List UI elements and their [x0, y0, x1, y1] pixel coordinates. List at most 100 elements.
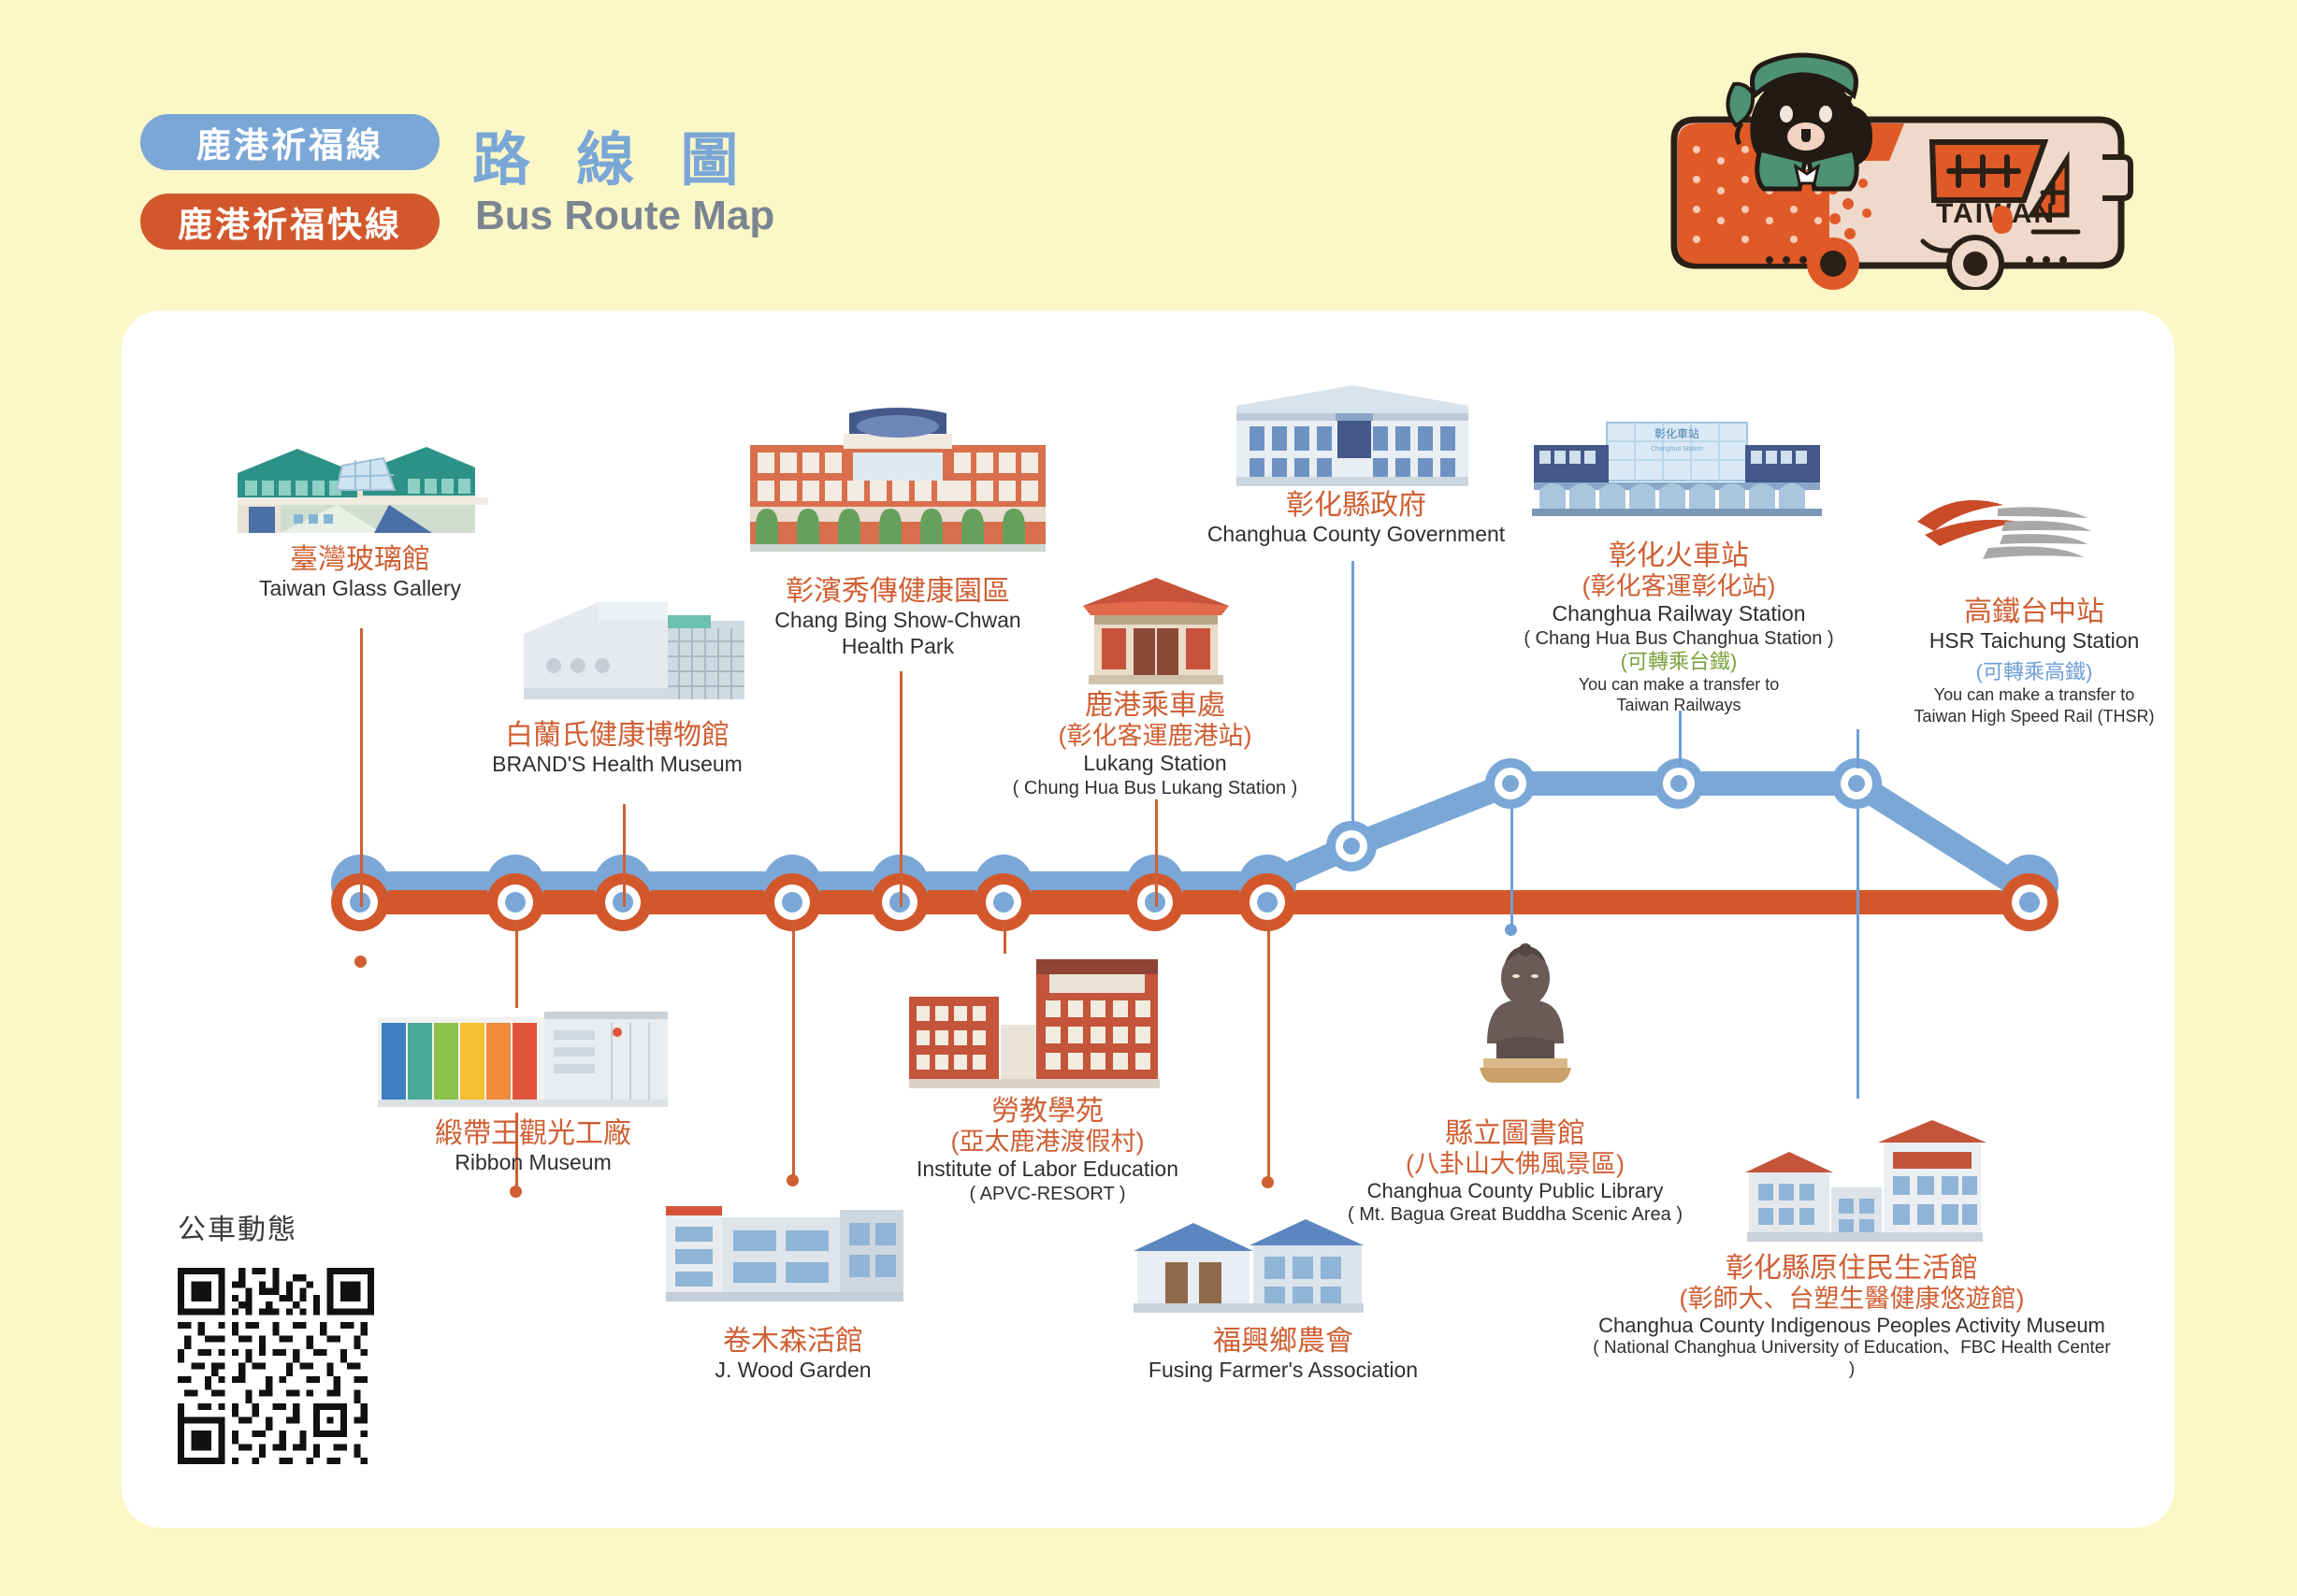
stop-zh-ribbon-museum: 緞帶王觀光工廠	[435, 1118, 631, 1149]
resort-building-icon	[902, 954, 1163, 1094]
bus-tracking-qr-block[interactable]: 公車動態	[178, 1206, 421, 1469]
transfer-note-zh-hsr-taichung-station: (可轉乘高鐵)	[1975, 659, 2093, 683]
stop-en-lukang-station: Lukang Station	[1083, 750, 1227, 775]
stop-en-sub-institute-of-labor-education: ( APVC-RESORT )	[969, 1183, 1126, 1204]
leader-hsr-taichung-station	[1856, 729, 1859, 769]
leader-fusing-farmers	[1267, 921, 1270, 1183]
leader-institute-labor-education	[1004, 921, 1006, 979]
qr-caption: 公車動態	[178, 1215, 297, 1245]
route-badge-express: 鹿港祈福快線	[140, 194, 440, 250]
stop-en-sub-changhua-county-public-library: ( Mt. Bagua Great Buddha Scenic Area )	[1348, 1204, 1683, 1226]
leader-taiwan-glass-gallery	[360, 628, 363, 907]
stop-label-changhua-indigenous-museum[interactable]: 彰化縣原住民生活館 (彰師大、台塑生醫健康悠遊館) Changhua Count…	[1590, 1253, 2114, 1381]
railway-station-building-icon: 彰化車站 Changhua Station	[1526, 415, 1827, 518]
leader-lukang-station	[1155, 799, 1158, 907]
stop-label-taiwan-glass-gallery[interactable]: 臺灣玻璃館 Taiwan Glass Gallery	[196, 544, 524, 602]
leader-changhua-county-government	[1351, 561, 1354, 825]
stop-en-hsr-taichung-station: HSR Taichung Station	[1929, 628, 2140, 654]
stop-zh-lukang-station: 鹿港乘車處	[1085, 690, 1225, 721]
stop-en-sub-changhua-indigenous-museum: ( National Changhua University of Educat…	[1593, 1338, 2111, 1380]
stop-label-changhua-county-government[interactable]: 彰化縣政府 Changhua County Government	[1197, 490, 1515, 548]
stop-zh-sub-changhua-county-public-library: (八卦山大佛風景區)	[1406, 1150, 1625, 1179]
stop-zh-sub-institute-of-labor-education: (亞太鹿港渡假村)	[950, 1128, 1145, 1157]
stop-label-fusing-farmers-association[interactable]: 福興鄉農會 Fusing Farmer's Association	[1115, 1326, 1452, 1384]
transfer-note-zh-changhua-railway-station: (可轉乘台鐵)	[1620, 649, 1738, 673]
leader-dot-ribbon-museum	[510, 1186, 522, 1198]
temple-building-icon	[1077, 572, 1235, 688]
route-badge-express-label: 鹿港祈福快線	[178, 206, 402, 244]
stop-label-ribbon-museum[interactable]: 緞帶王觀光工廠 Ribbon Museum	[355, 1118, 711, 1176]
leader-brands-health-museum	[623, 804, 626, 907]
stop-zh-changhua-county-government: 彰化縣政府	[1286, 490, 1426, 521]
stop-en-sub-changhua-railway-station: ( Chang Hua Bus Changhua Station )	[1524, 627, 1834, 649]
page-header: 鹿港祈福線 鹿港祈福快線 路 線 圖 Bus Route Map	[0, 0, 2297, 309]
indigenous-museum-building-icon	[1741, 1116, 1986, 1245]
stop-en-fusing-farmers-association: Fusing Farmer's Association	[1148, 1358, 1419, 1383]
stop-zh-hsr-taichung-station: 高鐵台中站	[1964, 597, 2104, 627]
leader-j-wood-garden	[792, 921, 795, 1181]
stop-en-taiwan-glass-gallery: Taiwan Glass Gallery	[258, 576, 462, 601]
stop-en-changhua-railway-station: Changhua Railway Station	[1552, 600, 1806, 625]
stop-en-chang-bing-show-chwan-line1: Chang Bing Show-Chwan	[774, 608, 1021, 633]
page-title-en: Bus Route Map	[475, 193, 775, 238]
leader-chang-bing	[900, 671, 903, 907]
stop-en-sub-lukang-station: ( Chung Hua Bus Lukang Station )	[1012, 777, 1298, 798]
ribbon-factory-building-icon	[370, 1008, 672, 1113]
farmers-association-building-icon	[1126, 1210, 1371, 1315]
stop-en-changhua-county-public-library: Changhua County Public Library	[1366, 1178, 1664, 1202]
transfer-note-en-line2-hsr-taichung-station: Taiwan High Speed Rail (THSR)	[1914, 706, 2155, 726]
stop-zh-institute-of-labor-education: 勞教學苑	[991, 1096, 1104, 1127]
stop-en-changhua-county-government: Changhua County Government	[1206, 522, 1506, 547]
leader-changhua-railway-station	[1679, 711, 1682, 767]
stop-zh-sub-changhua-railway-station: (彰化客運彰化站)	[1582, 572, 1776, 601]
stop-en-j-wood-garden: J. Wood Garden	[715, 1358, 872, 1383]
stop-zh-changhua-indigenous-museum: 彰化縣原住民生活館	[1726, 1253, 1978, 1284]
stop-zh-chang-bing-show-chwan: 彰濱秀傳健康園區	[786, 576, 1010, 607]
hsr-logo-icon	[1917, 499, 2091, 559]
bus-tracking-qr-code[interactable]	[178, 1268, 374, 1464]
stop-label-changhua-railway-station[interactable]: 彰化火車站 (彰化客運彰化站) Changhua Railway Station…	[1510, 540, 1847, 716]
stop-zh-taiwan-glass-gallery: 臺灣玻璃館	[290, 544, 430, 575]
brands-museum-building-icon	[516, 595, 752, 705]
stop-label-changhua-county-public-library[interactable]: 縣立圖書館 (八卦山大佛風景區) Changhua County Public …	[1347, 1118, 1683, 1226]
stop-label-j-wood-garden[interactable]: 卷木森活館 J. Wood Garden	[643, 1326, 943, 1384]
wood-garden-building-icon	[658, 1197, 911, 1305]
stop-label-hsr-taichung-station[interactable]: 高鐵台中站 HSR Taichung Station (可轉乘高鐵) You c…	[1856, 597, 2212, 726]
stop-en-changhua-indigenous-museum: Changhua County Indigenous Peoples Activ…	[1598, 1313, 2105, 1337]
leader-dot-library	[1505, 924, 1517, 936]
stop-zh-sub-changhua-indigenous-museum: (彰師大、台塑生醫健康悠遊館)	[1679, 1285, 2025, 1314]
stop-zh-changhua-county-public-library: 縣立圖書館	[1445, 1118, 1585, 1149]
transfer-note-en-line1-changhua-railway-station: You can make a transfer to	[1578, 674, 1780, 694]
route-badge-local: 鹿港祈福線	[140, 114, 440, 170]
leader-dot-taiwan-glass-gallery	[354, 956, 367, 968]
stop-zh-sub-lukang-station: (彰化客運鹿港站)	[1058, 722, 1252, 751]
leader-dot-fusing-farmers	[1262, 1176, 1274, 1188]
great-buddha-statue-icon	[1480, 943, 1571, 1083]
route-badge-local-label: 鹿港祈福線	[196, 126, 383, 165]
stop-label-brands-health-museum[interactable]: 白蘭氏健康博物館 BRAND'S Health Museum	[444, 720, 790, 778]
government-building-icon	[1229, 380, 1476, 490]
station-sign-zh: 彰化車站	[1654, 426, 1699, 440]
stop-label-institute-of-labor-education[interactable]: 勞教學苑 (亞太鹿港渡假村) Institute of Labor Educat…	[870, 1096, 1225, 1205]
page-title-zh: 路 線 圖	[472, 128, 754, 193]
stop-zh-brands-health-museum: 白蘭氏健康博物館	[505, 720, 730, 751]
leader-dot-j-wood-garden	[787, 1174, 799, 1186]
glass-gallery-building-icon	[230, 438, 488, 537]
leader-indigenous-museum	[1856, 809, 1859, 1099]
hospital-building-icon	[743, 408, 1053, 557]
stop-label-lukang-station[interactable]: 鹿港乘車處 (彰化客運鹿港站) Lukang Station ( Chung H…	[1005, 690, 1305, 799]
stop-en-ribbon-museum: Ribbon Museum	[455, 1150, 612, 1175]
stop-zh-fusing-farmers-association: 福興鄉農會	[1213, 1326, 1353, 1357]
stop-en-chang-bing-show-chwan-line2: Health Park	[841, 633, 955, 658]
leader-library-blue	[1510, 809, 1513, 928]
stop-en-brands-health-museum: BRAND'S Health Museum	[492, 752, 743, 777]
bear-mascot-icon	[1726, 52, 1872, 192]
stop-en-institute-of-labor-education: Institute of Labor Education	[916, 1156, 1179, 1181]
mascot-bus-illustration: TAIWAN	[1670, 52, 2133, 290]
transfer-note-en-line1-hsr-taichung-station: You can make a transfer to	[1933, 685, 2135, 705]
stop-zh-j-wood-garden: 卷木森活館	[723, 1326, 863, 1357]
stop-label-chang-bing-show-chwan[interactable]: 彰濱秀傳健康園區 Chang Bing Show-Chwan Health Pa…	[739, 576, 1057, 659]
stop-zh-changhua-railway-station: 彰化火車站	[1609, 540, 1749, 571]
transfer-note-en-line2-changhua-railway-station: Taiwan Railways	[1616, 696, 1741, 715]
station-sign-en: Changhua Station	[1651, 446, 1703, 453]
